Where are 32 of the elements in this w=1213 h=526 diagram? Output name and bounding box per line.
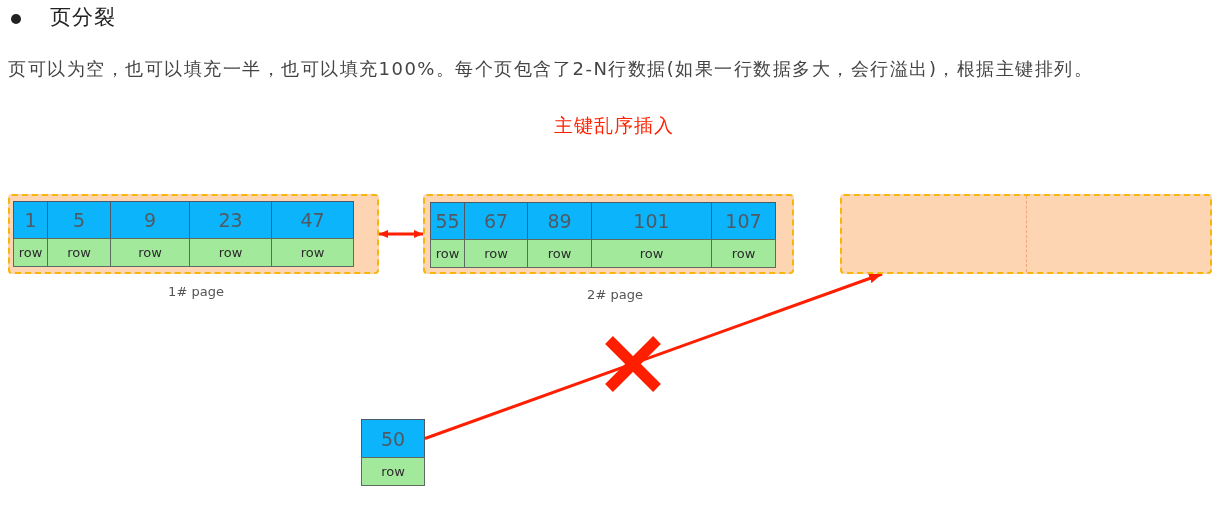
key-cell: 67 bbox=[464, 202, 528, 240]
row-cell: row bbox=[189, 238, 272, 267]
heading: 页分裂 bbox=[50, 4, 116, 31]
key-cell: 1 bbox=[13, 201, 48, 239]
double-arrow bbox=[379, 230, 423, 238]
page-box bbox=[8, 194, 379, 274]
page-label: 1# page bbox=[168, 284, 224, 299]
annotation-text: 主键乱序插入 bbox=[554, 113, 674, 138]
key-cell: 55 bbox=[430, 202, 465, 240]
key-cell: 89 bbox=[527, 202, 592, 240]
key-cell: 107 bbox=[711, 202, 776, 240]
row-cell: row bbox=[527, 239, 592, 268]
key-cell: 23 bbox=[189, 201, 272, 239]
row-cell: row bbox=[110, 238, 190, 267]
row-cell: row bbox=[711, 239, 776, 268]
key-cell: 47 bbox=[271, 201, 354, 239]
key-cell: 101 bbox=[591, 202, 712, 240]
page-box bbox=[423, 194, 794, 274]
page-label: 2# page bbox=[587, 287, 643, 302]
row-cell: row bbox=[464, 239, 528, 268]
key-cell: 50 bbox=[361, 419, 425, 458]
key-cell: 5 bbox=[47, 201, 111, 239]
row-cell: row bbox=[13, 238, 48, 267]
page-box bbox=[840, 194, 1212, 274]
row-cell: row bbox=[271, 238, 354, 267]
row-cell: row bbox=[361, 457, 425, 486]
key-cell: 9 bbox=[110, 201, 190, 239]
row-cell: row bbox=[430, 239, 465, 268]
arrow bbox=[424, 272, 883, 440]
description-text: 页可以为空，也可以填充一半，也可以填充100%。每个页包含了2-N行数据(如果一行数据多大，会行溢出)，根据主键排列。 bbox=[8, 57, 1094, 81]
row-cell: row bbox=[47, 238, 111, 267]
row-cell: row bbox=[591, 239, 712, 268]
